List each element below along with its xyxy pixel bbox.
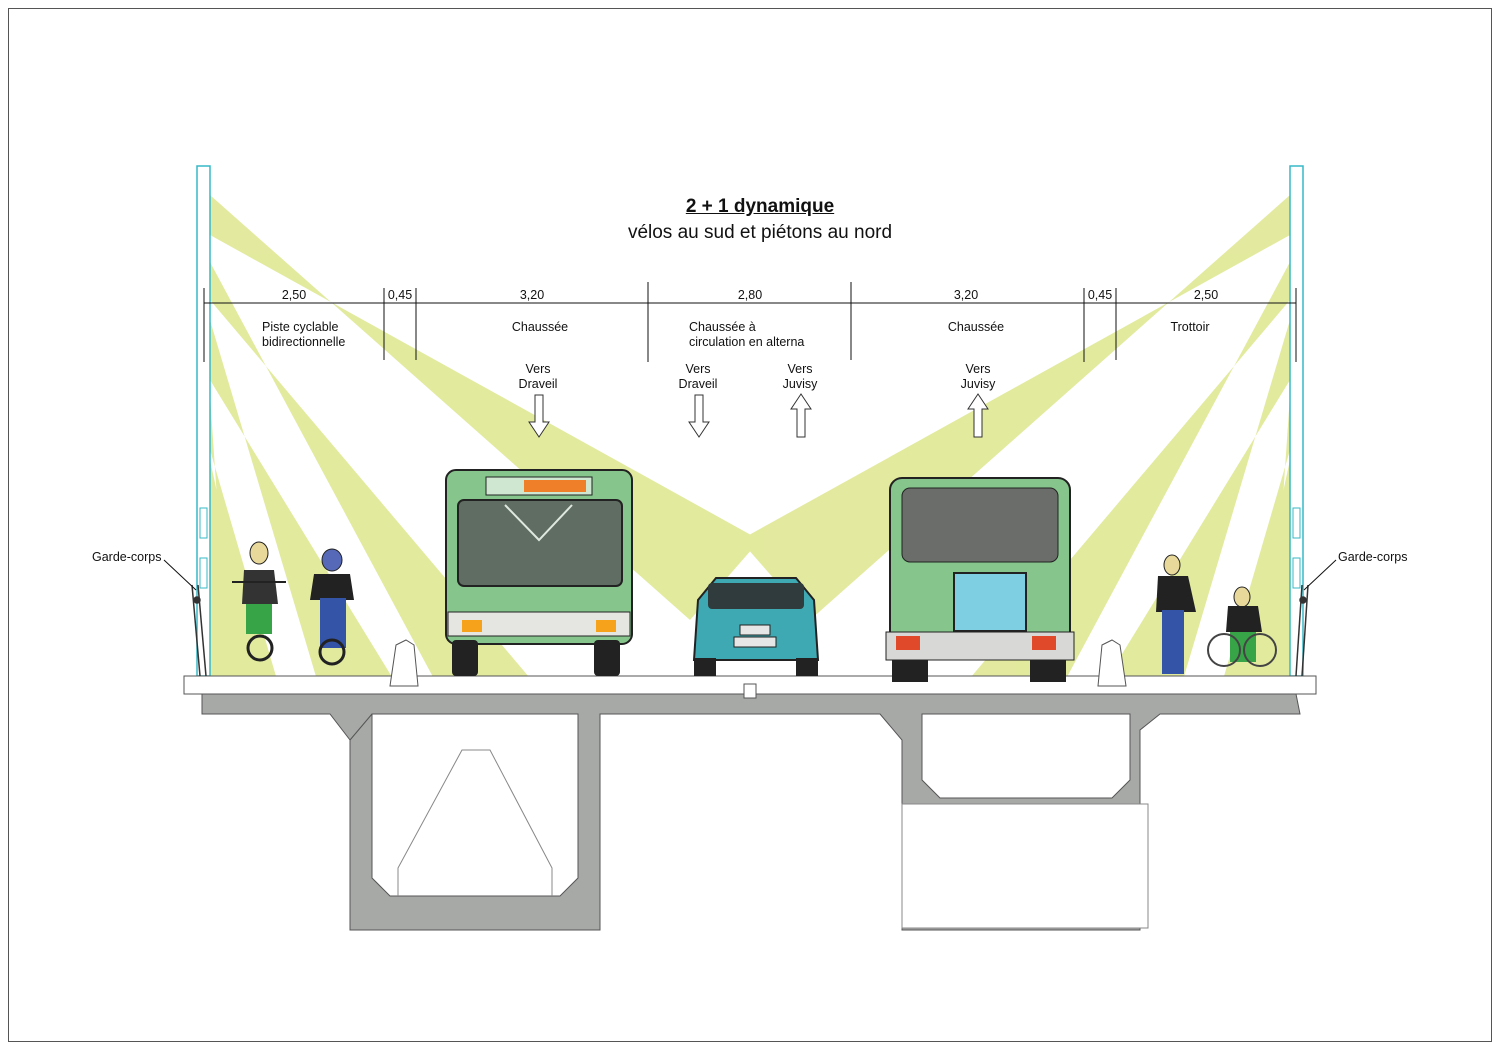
direction-center-up: Vers Juvisy [782, 362, 818, 391]
railing-right-label: Garde-corps [1338, 550, 1408, 564]
diagram-subtitle: vélos au sud et piétons au nord [627, 222, 893, 243]
right-railing [1295, 584, 1309, 677]
dimension-separator-left: 0,45 [387, 288, 413, 302]
zone-sidewalk: Trottoir [1170, 320, 1210, 334]
dimension-roadway-right: 3,20 [953, 288, 979, 302]
zone-roadway-right: Chaussée [947, 320, 1005, 334]
dimension-roadway-left: 3,20 [519, 288, 545, 302]
bus-rear [885, 477, 1075, 682]
railing-left-label: Garde-corps [92, 550, 162, 564]
cyclist-right [310, 548, 354, 666]
bridge-deck [183, 639, 1317, 931]
zone-alternating-lane: Chaussée à circulation en alterna [689, 320, 805, 349]
left-light-pole [196, 165, 211, 677]
car-front [692, 577, 820, 676]
zone-roadway-left: Chaussée [511, 320, 569, 334]
dimension-sidewalk: 2,50 [1193, 288, 1219, 302]
drawing-frame [8, 8, 1492, 1042]
left-railing [191, 584, 207, 677]
dimension-bike-lane: 2,50 [281, 288, 307, 302]
dimension-separator-right: 0,45 [1087, 288, 1113, 302]
dimension-line [203, 282, 1297, 362]
dimension-alternating-lane: 2,80 [737, 288, 763, 302]
arrow-up-center [790, 393, 812, 438]
direction-right-lane: Vers Juvisy [960, 362, 996, 391]
arrow-up-right-lane [967, 393, 989, 438]
wheelchair-user [1207, 586, 1277, 667]
diagram-title: 2 + 1 dynamique [685, 196, 835, 217]
arrow-down-center [688, 394, 710, 438]
bus-front [445, 469, 633, 676]
arrow-down-left-lane [528, 394, 550, 438]
direction-left-lane: Vers Draveil [518, 362, 558, 391]
direction-center-down: Vers Draveil [678, 362, 718, 391]
pedestrian [1156, 554, 1196, 674]
zone-bike-lane: Piste cyclable bidirectionnelle [262, 320, 346, 349]
cyclist-left [232, 541, 286, 662]
